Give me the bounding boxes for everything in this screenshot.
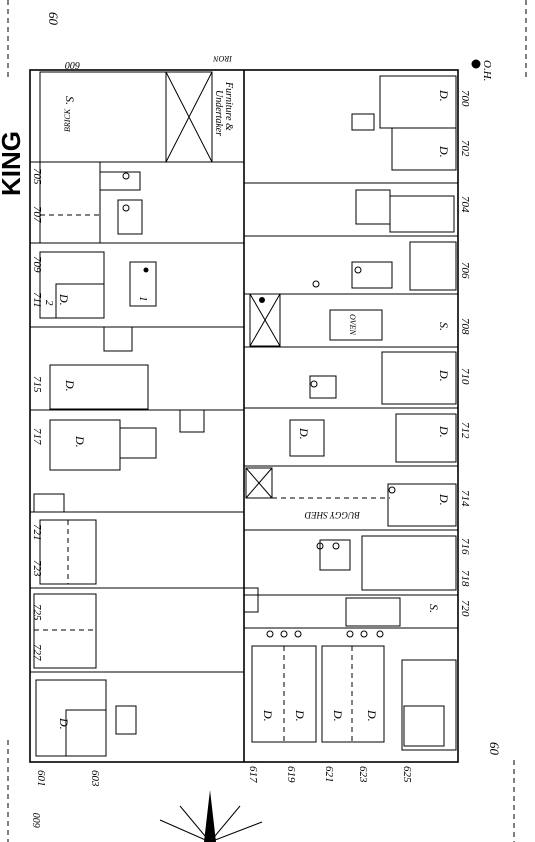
address-702: 702 — [459, 140, 471, 157]
sheet-number-bottom-right: 60 — [487, 742, 502, 756]
top-row-addresses: 601 603 705 707 709 711 715 717 721 723 … — [31, 168, 101, 787]
address-718: 718 — [459, 570, 471, 587]
address-716: 716 — [459, 538, 471, 555]
dwelling-code: D. — [331, 709, 345, 722]
bottom-row-addresses: 700 702 704 706 708 710 712 714 716 718 … — [459, 90, 471, 617]
address-715: 715 — [31, 376, 43, 393]
storey-count: 2 — [43, 300, 55, 306]
undertaker-label: Undertaker — [213, 90, 224, 136]
address-727: 727 — [31, 644, 43, 661]
storey-count: 1 — [137, 296, 149, 302]
oh-label: O.H. — [481, 60, 493, 81]
address-720: 720 — [459, 600, 471, 617]
dwelling-code: D. — [261, 709, 275, 722]
address-700: 700 — [459, 90, 471, 107]
address-717: 717 — [31, 428, 43, 445]
right-parcel-lines — [244, 75, 458, 751]
symbols — [122, 59, 481, 638]
oven-label: OVEN — [348, 314, 357, 336]
range-number-bottom: 600 — [32, 813, 43, 828]
address-712: 712 — [459, 422, 471, 439]
store-code: S. — [437, 322, 451, 331]
address-707: 707 — [31, 206, 43, 223]
address-710: 710 — [459, 368, 471, 385]
address-711: 711 — [31, 292, 43, 308]
compass-rose-icon — [159, 790, 263, 842]
dwelling-code: D. — [63, 379, 77, 392]
address-709: 709 — [31, 256, 43, 273]
dwelling-code: D. — [437, 425, 451, 438]
edge-ticks — [7, 0, 527, 842]
building-codes: S. D. D. D. D. D. D. S. D. D. D. D. D. D… — [43, 89, 451, 730]
address-706: 706 — [459, 262, 471, 279]
dwelling-code: D. — [437, 493, 451, 506]
address-621: 621 — [323, 766, 335, 783]
street-name: KING — [0, 131, 26, 196]
address-708: 708 — [459, 318, 471, 335]
dwelling-code: D. — [365, 709, 379, 722]
address-617: 617 — [247, 766, 259, 783]
address-714: 714 — [459, 490, 471, 507]
block-outline — [29, 69, 459, 763]
address-603: 603 — [89, 770, 101, 787]
furniture-label: Furniture & — [223, 81, 234, 131]
address-704: 704 — [459, 196, 471, 213]
iron-label: IRON — [213, 54, 233, 63]
address-725: 725 — [31, 604, 43, 621]
address-625: 625 — [401, 766, 413, 783]
address-721: 721 — [31, 524, 43, 541]
buggy-shed-label: BUGGY SHED — [304, 510, 360, 520]
dwelling-code: D. — [437, 369, 451, 382]
dwelling-code: D. — [57, 293, 71, 306]
dwelling-code: D. — [293, 709, 307, 722]
dwelling-code: D. — [437, 89, 451, 102]
store-code: S. — [63, 96, 77, 105]
address-601: 601 — [35, 770, 47, 787]
address-619: 619 — [285, 766, 297, 783]
store-code: S. — [427, 604, 441, 613]
address-623: 623 — [357, 766, 369, 783]
dwelling-code: D. — [73, 435, 87, 448]
address-723: 723 — [31, 560, 43, 577]
sheet-number-top: 60 — [46, 12, 61, 26]
brick-label: BRICK — [63, 108, 72, 132]
address-705: 705 — [31, 168, 43, 185]
annotations: BRICK Furniture & Undertaker IRON BUGGY … — [63, 54, 360, 520]
range-number-top: 600 — [65, 59, 80, 70]
left-parcel-lines — [30, 71, 259, 757]
dwelling-code: D. — [57, 717, 71, 730]
side-row-addresses: 617 619 621 623 625 — [247, 766, 413, 783]
dwelling-code: D. — [437, 145, 451, 158]
dwelling-code: D. — [297, 427, 311, 440]
